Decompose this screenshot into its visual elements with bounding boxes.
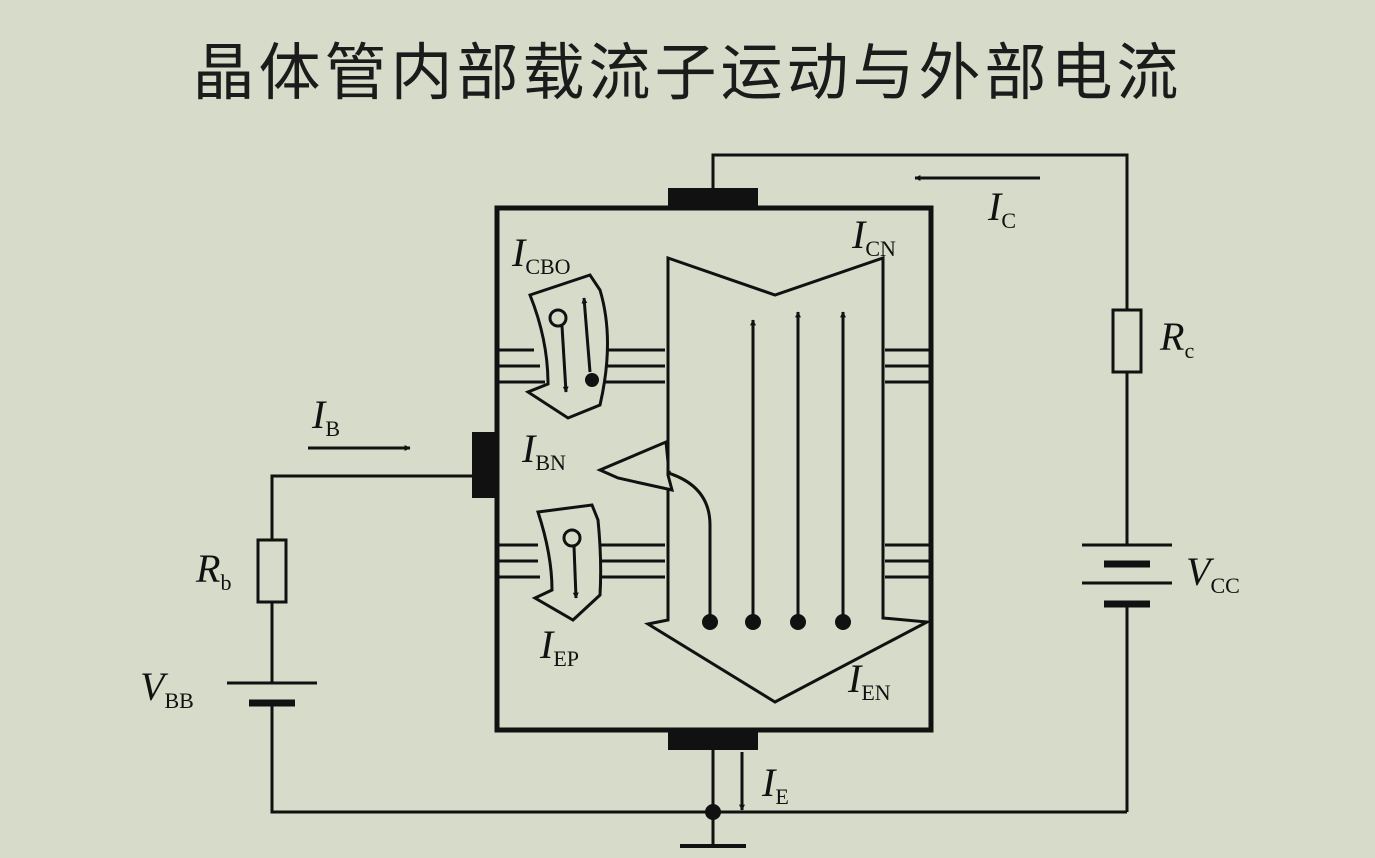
label-ibn: IBN: [521, 426, 566, 475]
label-icn: ICN: [851, 212, 896, 261]
junction-node: [705, 804, 721, 820]
electron-arrows: [664, 311, 851, 630]
iep-carrier: [562, 528, 582, 599]
label-ien: IEN: [847, 656, 891, 705]
external-wiring: [270, 153, 1129, 845]
emitter-contact: [668, 730, 758, 750]
collector-contact: [668, 188, 758, 208]
label-icbo: ICBO: [511, 230, 571, 279]
base-contact: [472, 432, 496, 498]
label-vbb: VBB: [140, 664, 194, 713]
label-ic: IC: [987, 184, 1016, 233]
battery-vbb: [227, 681, 317, 707]
iep-curved-arrow: [531, 503, 603, 622]
emitter-junction-lines: [497, 543, 931, 579]
label-rc: Rc: [1159, 314, 1194, 363]
resistor-rc: [1111, 308, 1143, 374]
label-rb: Rb: [195, 546, 231, 595]
icbo-carriers: [548, 297, 599, 393]
label-ib: IB: [311, 392, 340, 441]
resistor-rb: [256, 538, 288, 604]
label-vcc: VCC: [1186, 549, 1240, 598]
page-title: 晶体管内部载流子运动与外部电流: [192, 36, 1183, 109]
label-ie: IE: [761, 760, 789, 809]
electron-flow-chevron: [643, 255, 933, 704]
icbo-curved-arrow: [524, 273, 609, 420]
label-iep: IEP: [539, 622, 579, 671]
battery-vcc: [1082, 543, 1172, 608]
ibn-zigzag-arrow: [596, 439, 675, 493]
